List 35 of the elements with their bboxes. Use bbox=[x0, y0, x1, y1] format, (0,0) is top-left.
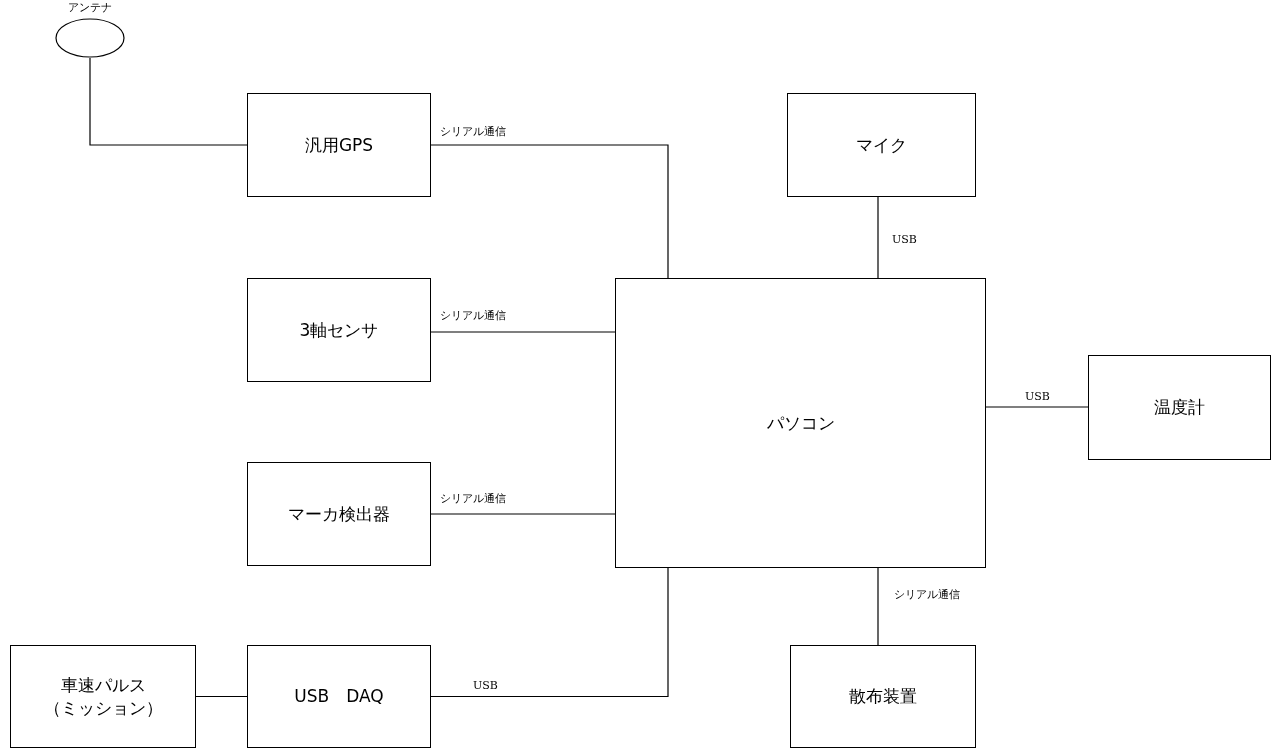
node-label: パソコン bbox=[766, 411, 835, 435]
connector-line bbox=[430, 331, 616, 333]
device-box bbox=[247, 462, 431, 566]
node-label: 車速パルス（ミッション） bbox=[42, 673, 164, 720]
edge-label: USB bbox=[473, 679, 498, 692]
connector-line bbox=[430, 513, 616, 515]
device-box bbox=[1088, 355, 1271, 460]
connector-line bbox=[430, 567, 669, 698]
node-label: 汎用GPS bbox=[304, 133, 374, 157]
node-label: USB DAQ bbox=[294, 685, 384, 708]
device-box bbox=[247, 278, 431, 382]
node-label: 温度計 bbox=[1154, 396, 1205, 419]
connector-line bbox=[877, 196, 879, 279]
connector-line bbox=[89, 57, 248, 146]
node-label: 3軸センサ bbox=[299, 318, 379, 342]
device-box bbox=[10, 645, 196, 748]
connector-line bbox=[877, 567, 879, 646]
node-label: マイク bbox=[856, 133, 907, 157]
connector-line bbox=[430, 144, 669, 279]
node-caption: アンテナ bbox=[67, 1, 113, 15]
edge-label: USB bbox=[892, 233, 917, 246]
device-box bbox=[790, 645, 976, 748]
connector-line bbox=[195, 695, 248, 698]
edge-label: USB bbox=[1025, 390, 1050, 403]
node-label: マーカ検出器 bbox=[288, 502, 390, 526]
edge-label: シリアル通信 bbox=[440, 124, 506, 139]
edge-label: シリアル通信 bbox=[440, 491, 506, 506]
device-box bbox=[615, 278, 986, 568]
edge-label: シリアル通信 bbox=[894, 587, 960, 602]
device-box bbox=[247, 93, 431, 197]
node-label: 散布装置 bbox=[849, 685, 917, 708]
device-box bbox=[787, 93, 976, 197]
connector-line bbox=[985, 406, 1089, 408]
device-box bbox=[247, 645, 431, 748]
edge-label: シリアル通信 bbox=[440, 308, 506, 323]
